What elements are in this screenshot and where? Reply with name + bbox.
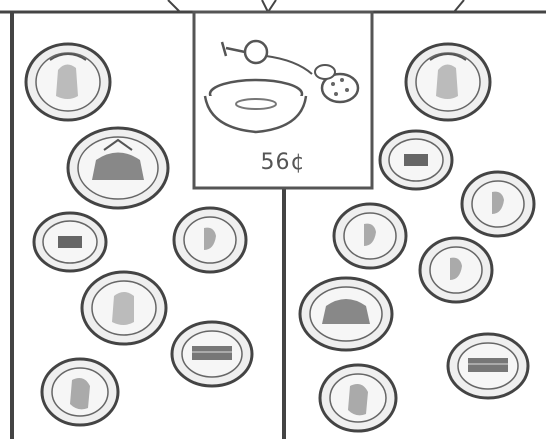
dime-coin xyxy=(334,204,406,268)
nickel-coin xyxy=(448,334,528,398)
half-dollar-coin xyxy=(68,128,168,208)
quarter-coin xyxy=(26,44,110,120)
quarter-coin xyxy=(82,272,166,344)
dime-coin xyxy=(174,208,246,272)
nickel-coin xyxy=(172,322,252,386)
penny-coin xyxy=(320,365,396,431)
dime-coin xyxy=(462,172,534,236)
quarter-coin xyxy=(406,44,490,120)
item-price-label: 56¢ xyxy=(194,150,372,175)
nickel-coin xyxy=(380,131,452,189)
half-dollar-coin xyxy=(300,278,392,350)
nickel-coin xyxy=(34,213,106,271)
top-border xyxy=(0,0,546,12)
penny-coin xyxy=(42,359,118,425)
dime-coin xyxy=(420,238,492,302)
